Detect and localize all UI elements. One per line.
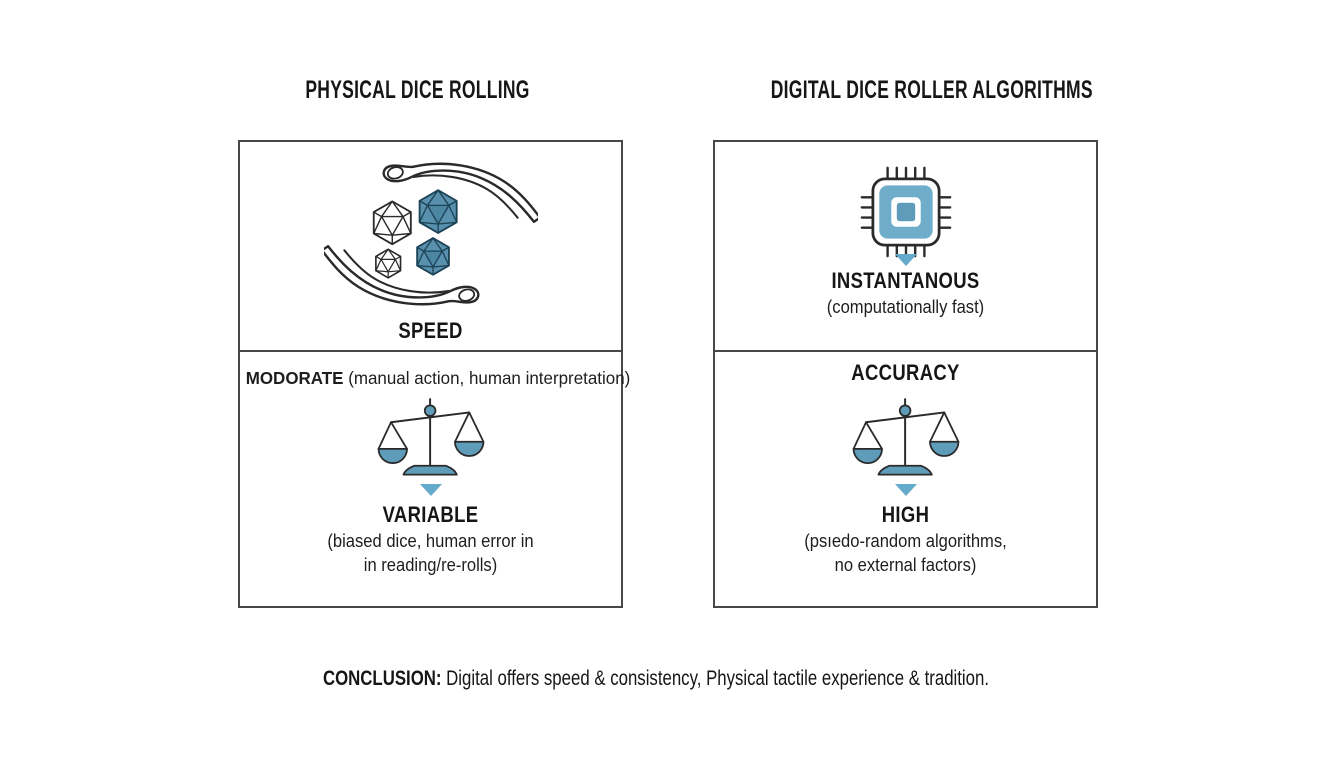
conclusion-line: CONCLUSION: Digital offers speed & consi… — [144, 664, 1168, 694]
instantaneous-detail: (computationally fast) — [826, 297, 985, 317]
high-detail: (psıedo-random algorithms, no external f… — [730, 530, 1081, 577]
conclusion-text: Digital offers speed & consistency, Phys… — [441, 667, 990, 690]
accuracy-heading: ACCURACY — [851, 360, 960, 385]
physical-consistency-section: MODORATE (manual action, human interpret… — [240, 352, 631, 604]
digital-dice-panel: INSTANTANOUS (computationally fast) ACCU… — [713, 140, 1098, 608]
balance-scale-icon — [852, 398, 959, 476]
down-arrow-icon — [419, 484, 442, 496]
high-detail-line2: no external factors) — [834, 554, 977, 575]
conclusion-label: CONCLUSION: — [322, 667, 442, 690]
moderate-line: MODORATE (manual action, human interpret… — [245, 368, 631, 389]
physical-speed-section: SPEED — [240, 142, 621, 352]
high-detail-line1: (psıedo-random algorithms, — [804, 531, 1007, 551]
variable-detail: (biased dice, human error in in reading/… — [255, 530, 606, 577]
variable-detail-line1: (biased dice, human error in — [327, 531, 534, 551]
balance-scale-icon — [377, 398, 484, 476]
hands-rolling-dice-icon — [323, 162, 538, 306]
left-panel-title: PHYSICAL DICE ROLLING — [305, 76, 530, 104]
digital-speed-section: INSTANTANOUS (computationally fast) — [715, 142, 1096, 352]
variable-result-label: VARIABLE — [382, 502, 479, 527]
down-arrow-icon — [894, 254, 917, 266]
down-arrow-icon — [894, 484, 917, 496]
moderate-label: MODORATE — [245, 368, 344, 388]
instantaneous-result-label: INSTANTANOUS — [831, 268, 980, 293]
physical-dice-panel: SPEED MODORATE (manual action, human int… — [238, 140, 631, 608]
microchip-icon — [860, 166, 951, 258]
right-panel-title: DIGITAL DICE ROLLER ALGORITHMS — [770, 76, 1093, 104]
speed-label: SPEED — [398, 318, 463, 343]
digital-accuracy-section: ACCURACY HIGH (psıedo-random algorithms,… — [715, 352, 1096, 604]
high-result-label: HIGH — [881, 502, 930, 527]
variable-detail-line2: in reading/re-rolls) — [363, 554, 498, 575]
moderate-detail: (manual action, human interpretation) — [343, 368, 631, 388]
